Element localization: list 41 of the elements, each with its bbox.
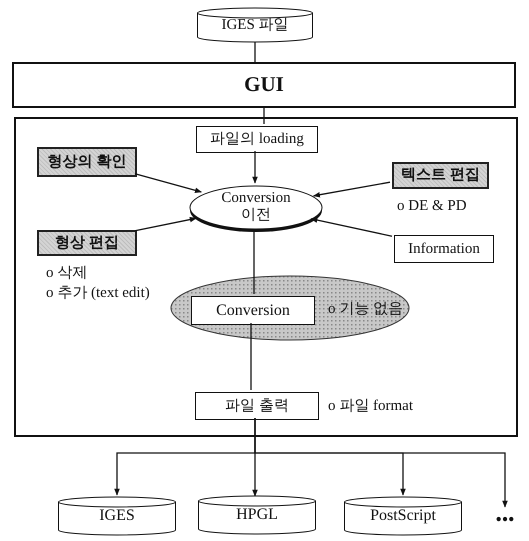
connector-line <box>250 323 252 390</box>
connector-line <box>254 42 256 62</box>
node-label: 텍스트 편집 <box>401 167 480 184</box>
node-label: Conversion <box>216 302 290 320</box>
node-label: IGES <box>99 507 135 525</box>
node-label: GUI <box>244 73 284 97</box>
node-label: HPGL <box>236 506 278 524</box>
arrow <box>252 151 258 184</box>
node-label: ••• <box>496 510 514 530</box>
arrow <box>254 418 508 508</box>
arrow <box>310 217 392 237</box>
node-label: 형상 편집 <box>55 234 119 252</box>
node-label: Information <box>408 240 480 258</box>
gui-bar <box>12 62 516 108</box>
output-cylinder <box>198 496 316 534</box>
node-label: IGES 파일 <box>221 16 289 34</box>
arrow <box>134 173 202 194</box>
process-box <box>37 147 137 177</box>
process-box <box>191 296 315 325</box>
process-box <box>394 235 494 263</box>
file-cylinder <box>197 8 313 42</box>
shaded-ellipse <box>170 275 410 341</box>
node-label: 형상의 확인 <box>48 154 126 170</box>
arrow <box>134 216 197 232</box>
note-text: o 추가 (text edit) <box>46 284 150 303</box>
arrow <box>313 182 390 198</box>
node-label: 파일 출력 <box>225 398 289 414</box>
note-text: o DE & PD <box>397 197 467 216</box>
node-label: 파일의 loading <box>210 131 304 148</box>
note-text: o 파일 format <box>328 397 413 416</box>
output-cylinder <box>344 497 462 535</box>
process-ellipse <box>189 185 323 232</box>
node-label: o 기능 없음 <box>328 301 403 318</box>
note-text: o 삭제 <box>46 264 88 283</box>
connector-line <box>253 230 255 294</box>
node-label: PostScript <box>370 507 436 525</box>
module-frame <box>14 117 518 437</box>
node-label: Conversion 이전 <box>220 190 292 223</box>
output-cylinder <box>58 497 176 535</box>
process-box <box>196 126 318 153</box>
connector-line <box>263 108 265 124</box>
